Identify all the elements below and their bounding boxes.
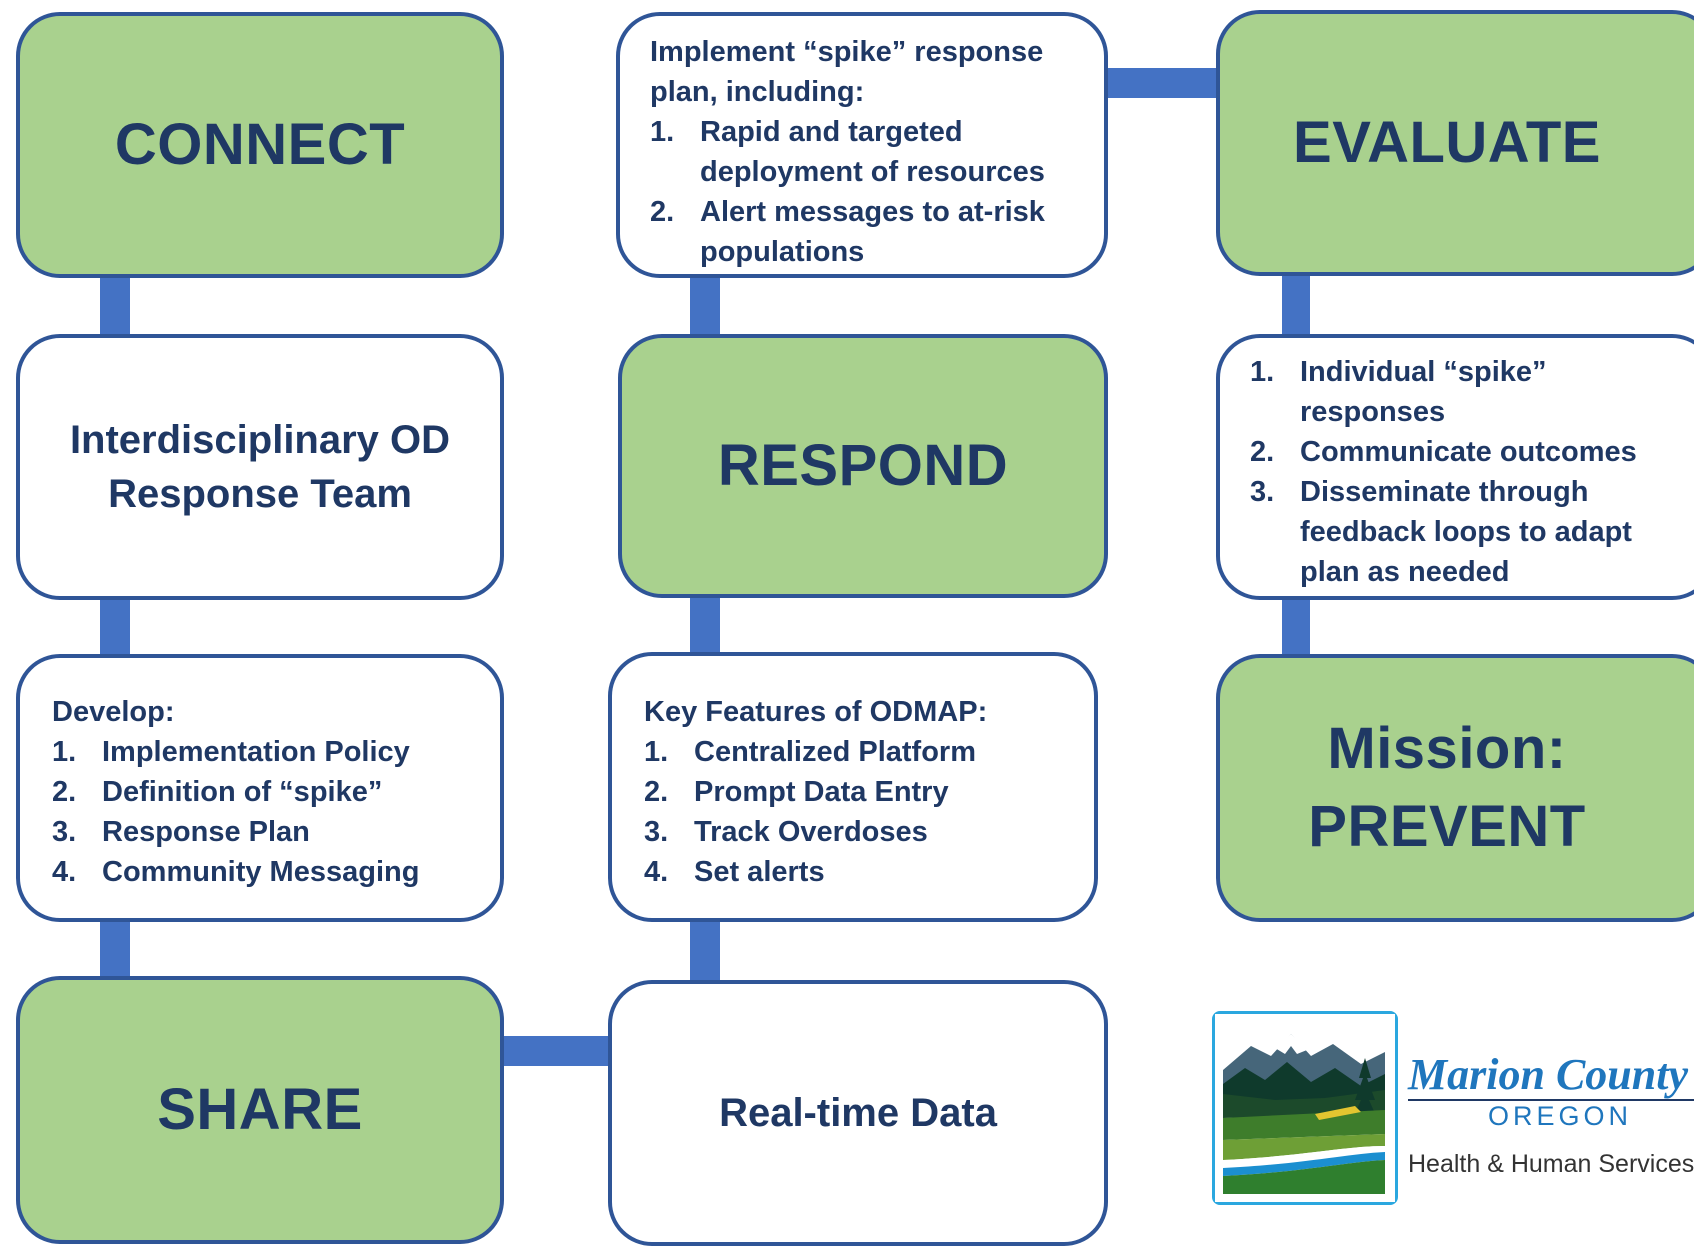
realtime-data-label: Real-time Data bbox=[719, 1091, 997, 1135]
implement-heading-line2: plan, including: bbox=[650, 76, 865, 108]
odmap-item: 4.Set alerts bbox=[644, 856, 825, 888]
odmap-features-box: Key Features of ODMAP: 1.Centralized Pla… bbox=[608, 652, 1098, 922]
connector-realtime-odmap bbox=[690, 920, 720, 980]
develop-list: 1.Implementation Policy 2.Definition of … bbox=[52, 732, 490, 892]
response-team-line1: Interdisciplinary OD bbox=[69, 418, 451, 462]
response-team-line2: Response Team bbox=[108, 472, 412, 516]
develop-box: Develop: 1.Implementation Policy 2.Defin… bbox=[16, 654, 504, 922]
connect-box: CONNECT bbox=[16, 12, 504, 278]
connector-connect-team bbox=[100, 276, 130, 334]
outcomes-list: 1.Individual “spike” responses 2.Communi… bbox=[1250, 352, 1694, 592]
connector-evaluate-outcomes bbox=[1282, 274, 1310, 336]
develop-item: 2.Definition of “spike” bbox=[52, 776, 383, 808]
connector-develop-share bbox=[100, 920, 130, 976]
logo-department: Health & Human Services bbox=[1408, 1150, 1694, 1178]
odmap-item: 2.Prompt Data Entry bbox=[644, 776, 949, 808]
share-box: SHARE bbox=[16, 976, 504, 1244]
response-team-box: Interdisciplinary OD Response Team bbox=[16, 334, 504, 600]
develop-heading: Develop: bbox=[52, 696, 175, 728]
connector-implement-evaluate bbox=[1104, 68, 1220, 98]
mission-line2: PREVENT bbox=[1308, 794, 1586, 859]
implement-item: 1.Rapid and targeted deployment of resou… bbox=[650, 116, 1045, 188]
develop-item: 1.Implementation Policy bbox=[52, 736, 410, 768]
response-team-label: Interdisciplinary OD Response Team bbox=[70, 413, 450, 521]
odmap-item: 3.Track Overdoses bbox=[644, 816, 928, 848]
mission-line1: Mission: bbox=[1327, 715, 1567, 781]
realtime-data-box: Real-time Data bbox=[608, 980, 1108, 1246]
outcomes-box: 1.Individual “spike” responses 2.Communi… bbox=[1216, 334, 1694, 600]
evaluate-label: EVALUATE bbox=[1293, 109, 1601, 175]
develop-item: 4.Community Messaging bbox=[52, 856, 420, 888]
implement-list: 1.Rapid and targeted deployment of resou… bbox=[650, 112, 1094, 272]
connector-respond-implement bbox=[690, 276, 720, 336]
connect-label: CONNECT bbox=[114, 111, 406, 177]
evaluate-box: EVALUATE bbox=[1216, 10, 1694, 276]
odmap-list: 1.Centralized Platform 2.Prompt Data Ent… bbox=[644, 732, 1084, 892]
landscape-emblem-icon bbox=[1215, 1014, 1395, 1202]
connector-odmap-respond bbox=[690, 596, 720, 652]
marion-county-logo: Marion County OREGON Health & Human Serv… bbox=[1212, 1011, 1694, 1207]
share-label: SHARE bbox=[157, 1076, 363, 1142]
mission-label: Mission: PREVENT bbox=[1308, 710, 1585, 867]
connector-team-develop bbox=[100, 600, 130, 656]
logo-divider bbox=[1408, 1099, 1694, 1101]
implement-plan-box: Implement “spike” response plan, includi… bbox=[616, 12, 1108, 278]
outcomes-item: 3.Disseminate through feedback loops to … bbox=[1250, 476, 1632, 588]
respond-label: RESPOND bbox=[717, 432, 1009, 498]
connector-share-realtime bbox=[502, 1036, 612, 1066]
connector-outcomes-mission bbox=[1282, 598, 1310, 654]
implement-item: 2.Alert messages to at-risk populations bbox=[650, 196, 1045, 268]
odmap-item: 1.Centralized Platform bbox=[644, 736, 976, 768]
implement-heading-line1: Implement “spike” response bbox=[650, 36, 1044, 68]
logo-emblem bbox=[1212, 1011, 1398, 1205]
outcomes-item: 2.Communicate outcomes bbox=[1250, 436, 1637, 468]
respond-box: RESPOND bbox=[618, 334, 1108, 598]
logo-county-name: Marion County bbox=[1408, 1050, 1688, 1099]
odmap-heading: Key Features of ODMAP: bbox=[644, 696, 988, 728]
develop-item: 3.Response Plan bbox=[52, 816, 310, 848]
outcomes-item: 1.Individual “spike” responses bbox=[1250, 356, 1547, 428]
logo-state: OREGON bbox=[1488, 1101, 1633, 1131]
mission-box: Mission: PREVENT bbox=[1216, 654, 1694, 922]
